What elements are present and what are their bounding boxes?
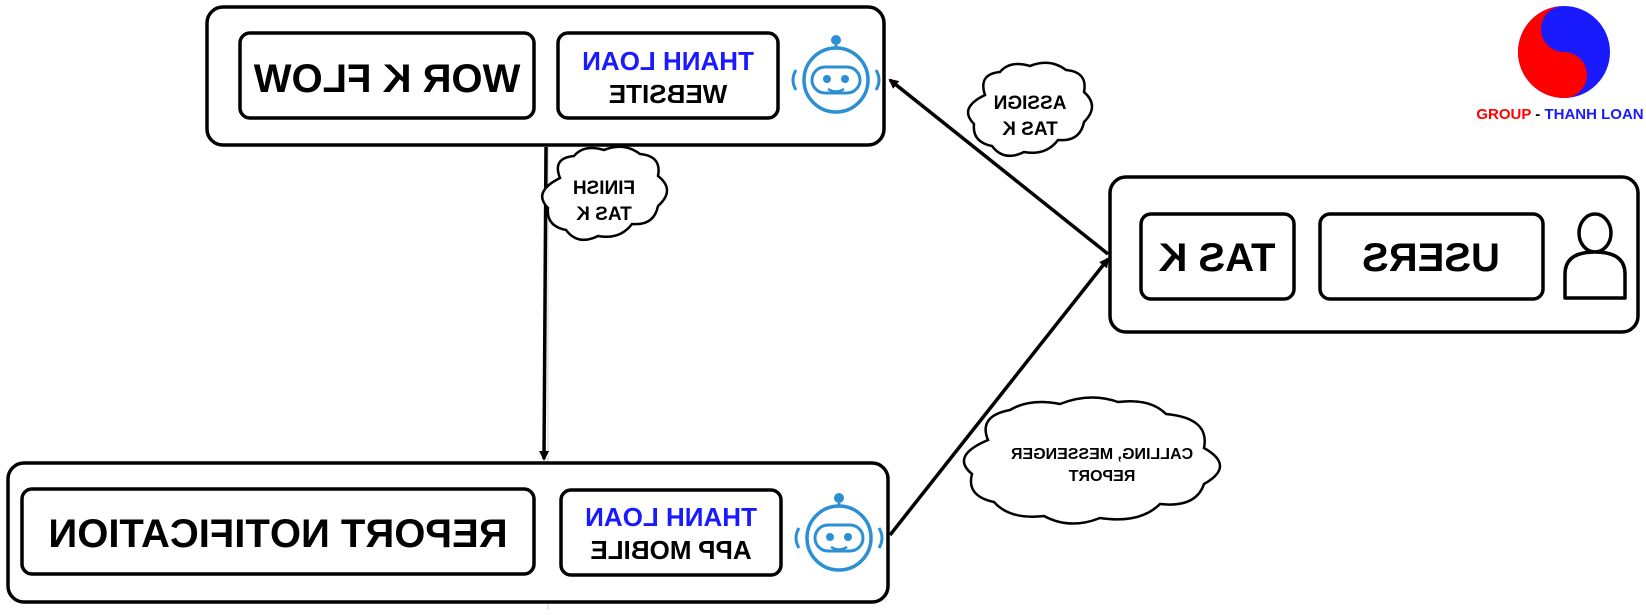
cloud-report: CALLING, MESSENGER REPORT [962,396,1222,525]
logo-group-label: GROUP [1476,106,1531,123]
mobile-brand-label: THANH LOAN [585,502,757,532]
website-brand-label: THANH LOAN [582,46,754,76]
users-box [1318,212,1545,301]
cloud-report-line2: REPORT [1068,468,1135,485]
arrow-report [888,257,1110,537]
cloud-assign-task: ASSIGN TAS K [966,61,1094,158]
report-notification-label: REPORT NOTIFICATION [48,512,507,556]
website-platform-label: WEBSITE [609,79,727,109]
robot-icon [791,35,881,114]
user-icon [1563,212,1627,300]
arrow-assign-task [888,78,1110,256]
cloud-assign-line1: ASSIGN [994,93,1067,114]
cloud-finish-line1: FINISH [573,178,635,199]
robot-icon [794,493,884,572]
logo-separator: - [1535,106,1540,123]
mobile-brand-box [559,488,783,577]
task-label: TAS K [1158,236,1275,280]
mobile-node: REPORT NOTIFICATION THANH LOAN APP MOBIL… [6,461,890,604]
task-box [1139,212,1296,301]
workflow-box [238,31,536,120]
cloud-report-line1: CALLING, MESSENGER [1010,446,1193,463]
logo-name-label: THANH LOAN [1544,106,1643,123]
workflow-label: WOR K FLOW [253,57,520,101]
cloud-finish-line2: TAS K [576,204,632,225]
cloud-assign-line2: TAS K [1002,119,1058,140]
cloud-finish-task: FINISH TAS K [540,145,669,242]
mobile-platform-label: APP MOBILE [590,535,751,565]
website-brand-box [556,31,780,120]
users-label: USERS [1362,236,1500,280]
report-notification-box [20,487,536,576]
users-node: TAS K USERS [1108,175,1640,334]
website-node: WOR K FLOW THANH LOAN WEBSITE [205,5,886,147]
logo-caption: GROUP - THANH LOAN [1476,106,1643,123]
yin-yang-logo-icon [1518,6,1610,98]
